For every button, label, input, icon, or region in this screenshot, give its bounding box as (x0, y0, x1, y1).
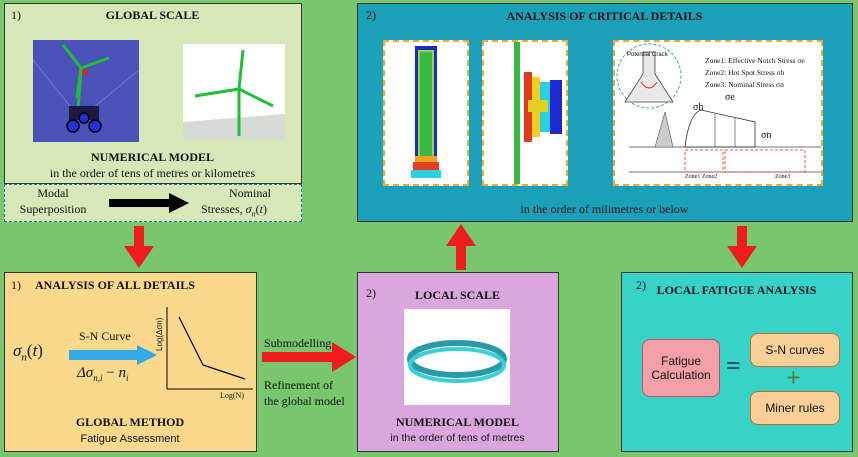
miner-rules-box: Miner rules (750, 391, 840, 425)
all-details-number: 1) (11, 278, 21, 292)
miner-rules-label: Miner rules (765, 401, 825, 415)
global-method-title: GLOBAL METHOD (75, 415, 185, 429)
global-number: 1) (11, 8, 21, 22)
global-scale-box: 1) GLOBAL SCALE NUMERICAL MODEL in the o… (4, 3, 302, 184)
floating-turbine-image (32, 40, 140, 142)
arrow-up-local-to-critical (446, 224, 476, 270)
critical-details-box: 2) ANALYSIS OF CRITICAL DETAILS (357, 3, 853, 222)
fatigue-calc-line1: Fatigue (660, 354, 702, 368)
fatigue-calc-line2: Calculation (651, 368, 711, 382)
submodelling-label: Submodelling (264, 336, 332, 350)
local-title: LOCAL SCALE (414, 288, 501, 302)
refinement-label-line2: the global model (264, 394, 345, 408)
critical-subtitle: in the order of milimetres or below (520, 202, 689, 216)
delta-sigma-label: Δσn,i − ni (77, 365, 129, 383)
local-model-subtitle: in the order of tens of metres (390, 432, 525, 444)
fatigue-calculation-box: Fatigue Calculation (642, 339, 720, 397)
sn-curve-graph (166, 307, 253, 390)
zone3-bottom-label: Zone3 (775, 174, 791, 180)
sn-curves-box: S-N curves (750, 333, 840, 367)
all-details-title: ANALYSIS OF ALL DETAILS (35, 278, 195, 292)
turbine-model-image (183, 44, 285, 140)
fem-panel-column (383, 40, 469, 186)
refinement-label-line1: Refinement of (264, 378, 333, 392)
equals-sign: = (726, 351, 741, 380)
sn-curves-label: S-N curves (765, 343, 825, 357)
local-scale-box: 2) LOCAL SCALE NUMERICAL MODEL in the or… (357, 272, 559, 452)
zone3-label: Zone3: Nominal Stress σn (705, 80, 784, 89)
arrow-down-critical-to-fatigue (727, 226, 757, 268)
fatigue-title: LOCAL FATIGUE ANALYSIS (656, 283, 817, 297)
zone2-label: Zone2: Hot Spot Stress σh (705, 68, 785, 77)
local-fatigue-box: 2) LOCAL FATIGUE ANALYSIS Fatigue Calcul… (621, 272, 853, 452)
critical-number: 2) (366, 8, 376, 22)
blue-arrow-icon (69, 345, 157, 365)
critical-title: ANALYSIS OF CRITICAL DETAILS (506, 9, 703, 23)
nominal-label-line2: Stresses, σn(t) (201, 202, 267, 219)
zone-bottom-labels: Zone1 Zone2 (685, 174, 718, 180)
zone-diagram-panel: Potential Crack Zone1: Effective Notch S… (613, 40, 823, 186)
sn-curve-label: S-N Curve (79, 329, 131, 343)
modal-label-line1: Modal (37, 186, 69, 200)
local-number: 2) (366, 286, 376, 300)
global-method-subtitle: Fatigue Assessment (80, 433, 180, 445)
local-model-title: NUMERICAL MODEL (395, 415, 519, 429)
nominal-label-line1: Nominal (229, 186, 271, 200)
modal-superposition-strip: Modal Superposition Nominal Stresses, σn… (4, 184, 302, 222)
sigma-e-label: σe (725, 92, 735, 103)
sigma-n-t-symbol: σn(t) (13, 341, 43, 364)
plus-sign: + (786, 363, 801, 392)
black-arrow-icon (109, 193, 189, 213)
all-details-box: 1) ANALYSIS OF ALL DETAILS σn(t) S-N Cur… (4, 272, 257, 452)
global-model-subtitle: in the order of tens of metres or kilome… (49, 166, 256, 180)
global-model-title: NUMERICAL MODEL (90, 150, 214, 164)
zone1-label: Zone1: Effective Notch Stress σe (705, 56, 805, 65)
modal-label-line2: Superposition (19, 202, 87, 216)
sigma-n-label: σn (761, 130, 772, 141)
sn-y-axis-label: Log(Δσn) (155, 317, 164, 351)
sigma-h-label: σh (693, 102, 704, 113)
ring-model-image (404, 309, 510, 405)
global-title: GLOBAL SCALE (105, 8, 200, 22)
fatigue-number: 2) (636, 278, 646, 292)
sn-x-axis-label: Log(N) (220, 391, 244, 400)
arrow-down-global-to-details (124, 226, 154, 268)
fem-panel-joint (482, 40, 568, 186)
potential-crack-label: Potential Crack (627, 52, 668, 58)
